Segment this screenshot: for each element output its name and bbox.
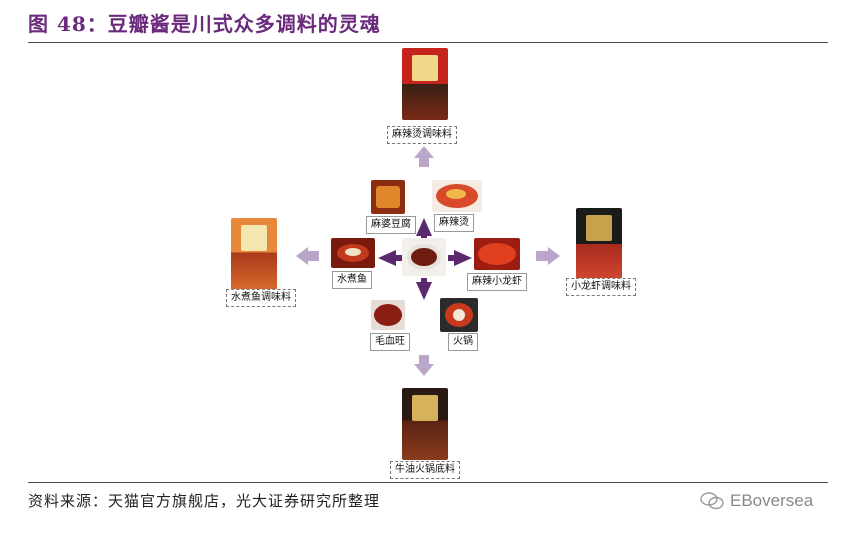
arrow-right-dark [454, 250, 472, 266]
bottom-divider [28, 482, 828, 483]
dish-malatang-label: 麻辣烫 [434, 214, 474, 232]
huoguo-image [440, 298, 478, 332]
huoguo-base-package [402, 388, 448, 460]
arrow-down-dark-stem [421, 278, 427, 284]
xiaolongxia-seasoning-package [576, 208, 622, 280]
arrow-up-light [414, 146, 434, 158]
wechat-icon [700, 492, 724, 510]
arrow-up-dark-stem [421, 234, 427, 240]
malatang-image [432, 180, 482, 212]
malatang-seasoning-package [402, 48, 448, 120]
arrow-up-light-stem [419, 157, 429, 167]
center-doubanjiang [402, 238, 446, 276]
doubanjiang-bowl-image [402, 238, 446, 276]
arrow-left-light-stem [307, 251, 319, 261]
shuizhuyu-seasoning-package [231, 218, 277, 290]
figure-title: 图 48：豆瓣酱是川式众多调料的灵魂 [28, 12, 381, 36]
arrow-right-light-stem [536, 251, 549, 261]
dish-huoguo-label: 火锅 [448, 333, 478, 351]
shuizhuyu-image [331, 238, 375, 268]
product-bottom-label: 牛油火锅底料 [390, 461, 460, 479]
product-left-label: 水煮鱼调味料 [226, 289, 296, 307]
product-right-label: 小龙虾调味料 [566, 278, 636, 296]
dish-mapo-label: 麻婆豆腐 [366, 216, 416, 234]
arrow-right-dark-stem [448, 255, 456, 261]
arrow-down-light-stem [419, 355, 429, 365]
arrow-left-dark-stem [394, 255, 402, 261]
top-divider [28, 42, 828, 43]
xiaolongxia-image [474, 238, 520, 270]
arrow-down-dark [416, 282, 432, 300]
dish-maoxuewang-label: 毛血旺 [370, 333, 410, 351]
maoxuewang-image [371, 300, 405, 330]
arrow-left-dark [378, 250, 396, 266]
arrow-right-light [548, 247, 560, 265]
watermark: EBoversea [700, 491, 813, 511]
dish-shuizhuyu-label: 水煮鱼 [332, 271, 372, 289]
arrow-down-light [414, 364, 434, 376]
watermark-text: EBoversea [730, 491, 814, 510]
arrow-up-dark [416, 218, 432, 236]
mapo-tofu-image [371, 180, 405, 214]
product-top [400, 48, 450, 148]
dish-xiaolongxia-label: 麻辣小龙虾 [467, 273, 527, 291]
product-top-label: 麻辣烫调味料 [387, 126, 457, 144]
arrow-left-light [296, 247, 308, 265]
source-note: 资料来源：天猫官方旗舰店，光大证券研究所整理 [28, 492, 381, 510]
